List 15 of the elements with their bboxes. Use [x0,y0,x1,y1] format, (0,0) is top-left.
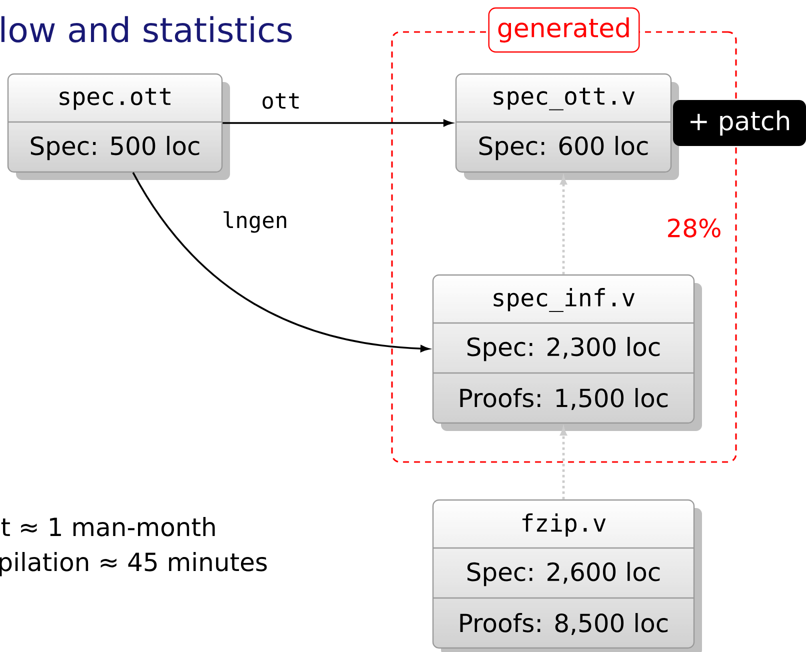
percentage-label: 28% [668,218,720,238]
edge-label: ott [262,93,299,109]
curved-arrow [132,172,430,352]
arrow [560,176,567,274]
file-box: spec.ott Spec: 500 loc [7,73,230,180]
edge-label: lngen [224,211,286,233]
arrow [560,428,567,500]
file-box: spec_ott.v Spec: 600 loc [455,73,679,180]
title: low and statistics [1,16,292,42]
patch-badge: + patch [673,100,806,146]
group-heading: generated [488,7,640,53]
arrow [222,120,452,126]
note: t ≈ 1 man-month [1,517,215,536]
file-box: fzip.v Spec: 2,600 loc Proofs: 8,500 loc [432,499,702,652]
file-box: spec_inf.v Spec: 2,300 loc Proofs: 1,500 loc [432,274,702,431]
